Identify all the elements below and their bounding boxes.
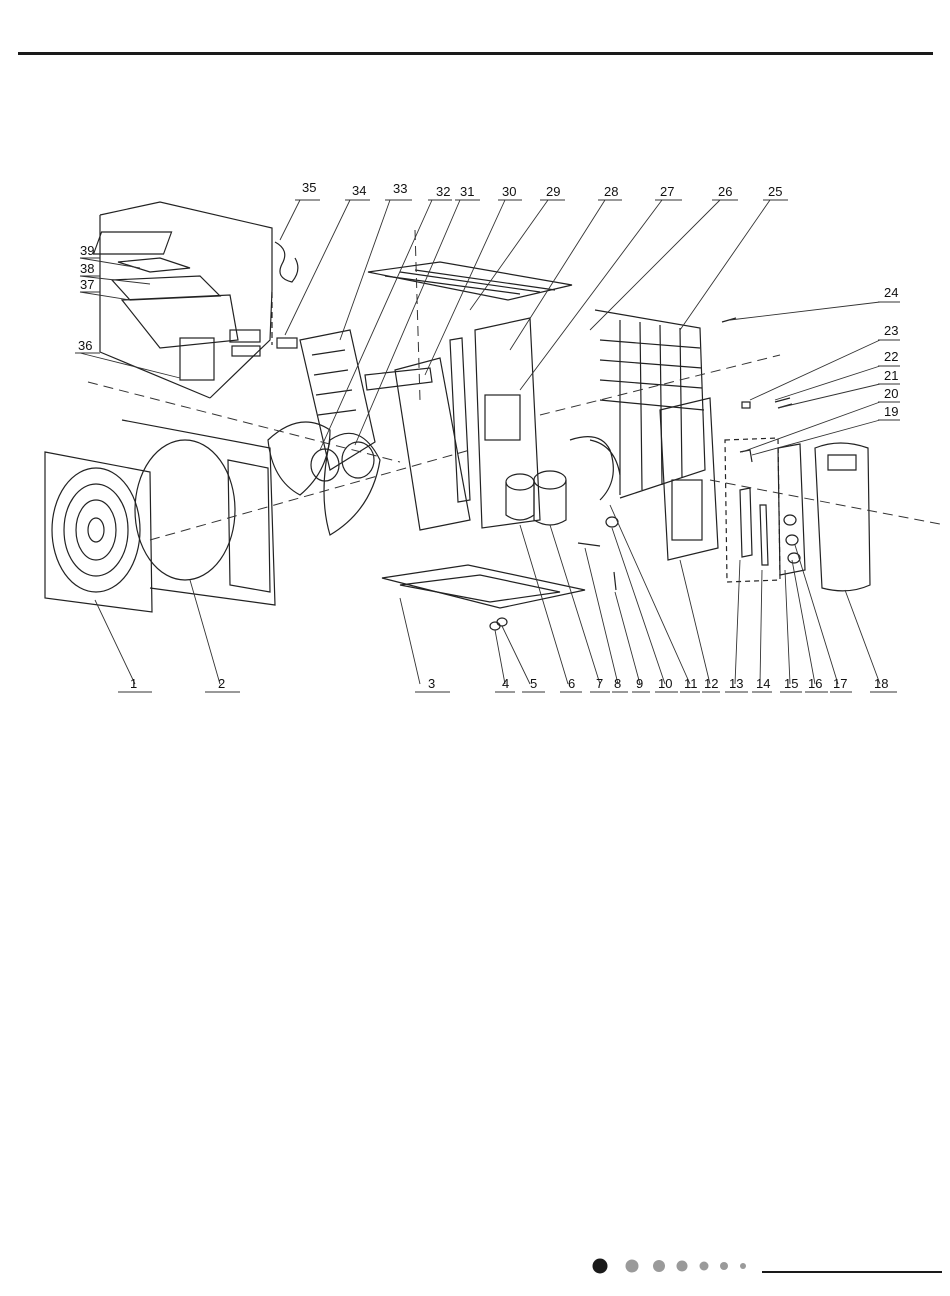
page-dot-4[interactable] <box>677 1261 688 1272</box>
condenser-coil <box>595 310 705 498</box>
callout-20: 20 <box>884 386 898 401</box>
callout-23: 23 <box>884 323 898 338</box>
terminal-cover <box>277 338 297 348</box>
callout-34: 34 <box>352 183 366 198</box>
callout-24: 24 <box>884 285 898 300</box>
callout-7: 7 <box>596 676 603 691</box>
callout-5: 5 <box>530 676 537 691</box>
page-dot-3[interactable] <box>653 1260 665 1272</box>
callout-17: 17 <box>833 676 847 691</box>
callout-19: 19 <box>884 404 898 419</box>
callouts-bottom: 1 2 3 4 5 6 7 8 9 10 11 12 13 14 15 16 1… <box>130 676 888 691</box>
callout-9: 9 <box>636 676 643 691</box>
callout-32: 32 <box>436 184 450 199</box>
callout-1: 1 <box>130 676 137 691</box>
callout-37: 37 <box>80 277 94 292</box>
page-dot-6[interactable] <box>720 1262 728 1270</box>
fan-blade <box>268 422 380 535</box>
page-dot-7[interactable] <box>740 1263 746 1269</box>
footer-rule <box>762 1271 942 1273</box>
callout-3: 3 <box>428 676 435 691</box>
callout-21: 21 <box>884 368 898 383</box>
callout-15: 15 <box>784 676 798 691</box>
callout-2: 2 <box>218 676 225 691</box>
callout-10: 10 <box>658 676 672 691</box>
callout-22: 22 <box>884 349 898 364</box>
page-indicator <box>590 1256 760 1276</box>
callout-25: 25 <box>768 184 782 199</box>
page-dot-5[interactable] <box>700 1262 709 1271</box>
callout-4: 4 <box>502 676 509 691</box>
right-side-panel <box>660 398 718 560</box>
exploded-view-diagram: 35 34 33 32 31 30 29 28 27 26 25 24 23 2… <box>0 0 950 760</box>
callout-38: 38 <box>80 261 94 276</box>
rear-plate <box>475 318 540 528</box>
callouts-left: 39 38 37 36 <box>78 243 94 353</box>
callout-14: 14 <box>756 676 770 691</box>
callout-6: 6 <box>568 676 575 691</box>
callout-36: 36 <box>78 338 92 353</box>
callout-13: 13 <box>729 676 743 691</box>
page-dot-1[interactable] <box>593 1259 608 1274</box>
assembly-axes <box>88 230 945 540</box>
front-panel <box>122 420 275 605</box>
label-underlines <box>75 200 900 692</box>
partition-plate <box>365 338 470 530</box>
base-chassis <box>382 565 585 608</box>
valve-group <box>725 438 805 582</box>
callout-11: 11 <box>684 676 698 691</box>
callout-12: 12 <box>704 676 718 691</box>
callout-26: 26 <box>718 184 732 199</box>
callouts-right: 24 23 22 21 20 19 <box>884 285 898 419</box>
handle-cover <box>815 443 870 591</box>
compressor <box>506 437 620 527</box>
callout-39: 39 <box>80 243 94 258</box>
leader-lines <box>80 200 880 684</box>
motor-bracket <box>300 330 375 470</box>
callout-31: 31 <box>460 184 474 199</box>
top-cover <box>368 262 572 300</box>
page-dot-2[interactable] <box>626 1260 639 1273</box>
front-grille <box>45 452 152 612</box>
callout-33: 33 <box>393 181 407 196</box>
callout-28: 28 <box>604 184 618 199</box>
callout-8: 8 <box>614 676 621 691</box>
cable <box>275 242 298 282</box>
callout-27: 27 <box>660 184 674 199</box>
callout-18: 18 <box>874 676 888 691</box>
callout-35: 35 <box>302 180 316 195</box>
callout-29: 29 <box>546 184 560 199</box>
callouts-top: 35 34 33 32 31 30 29 28 27 26 25 <box>302 180 782 199</box>
callout-30: 30 <box>502 184 516 199</box>
electrical-box-group <box>94 202 272 398</box>
callout-16: 16 <box>808 676 822 691</box>
